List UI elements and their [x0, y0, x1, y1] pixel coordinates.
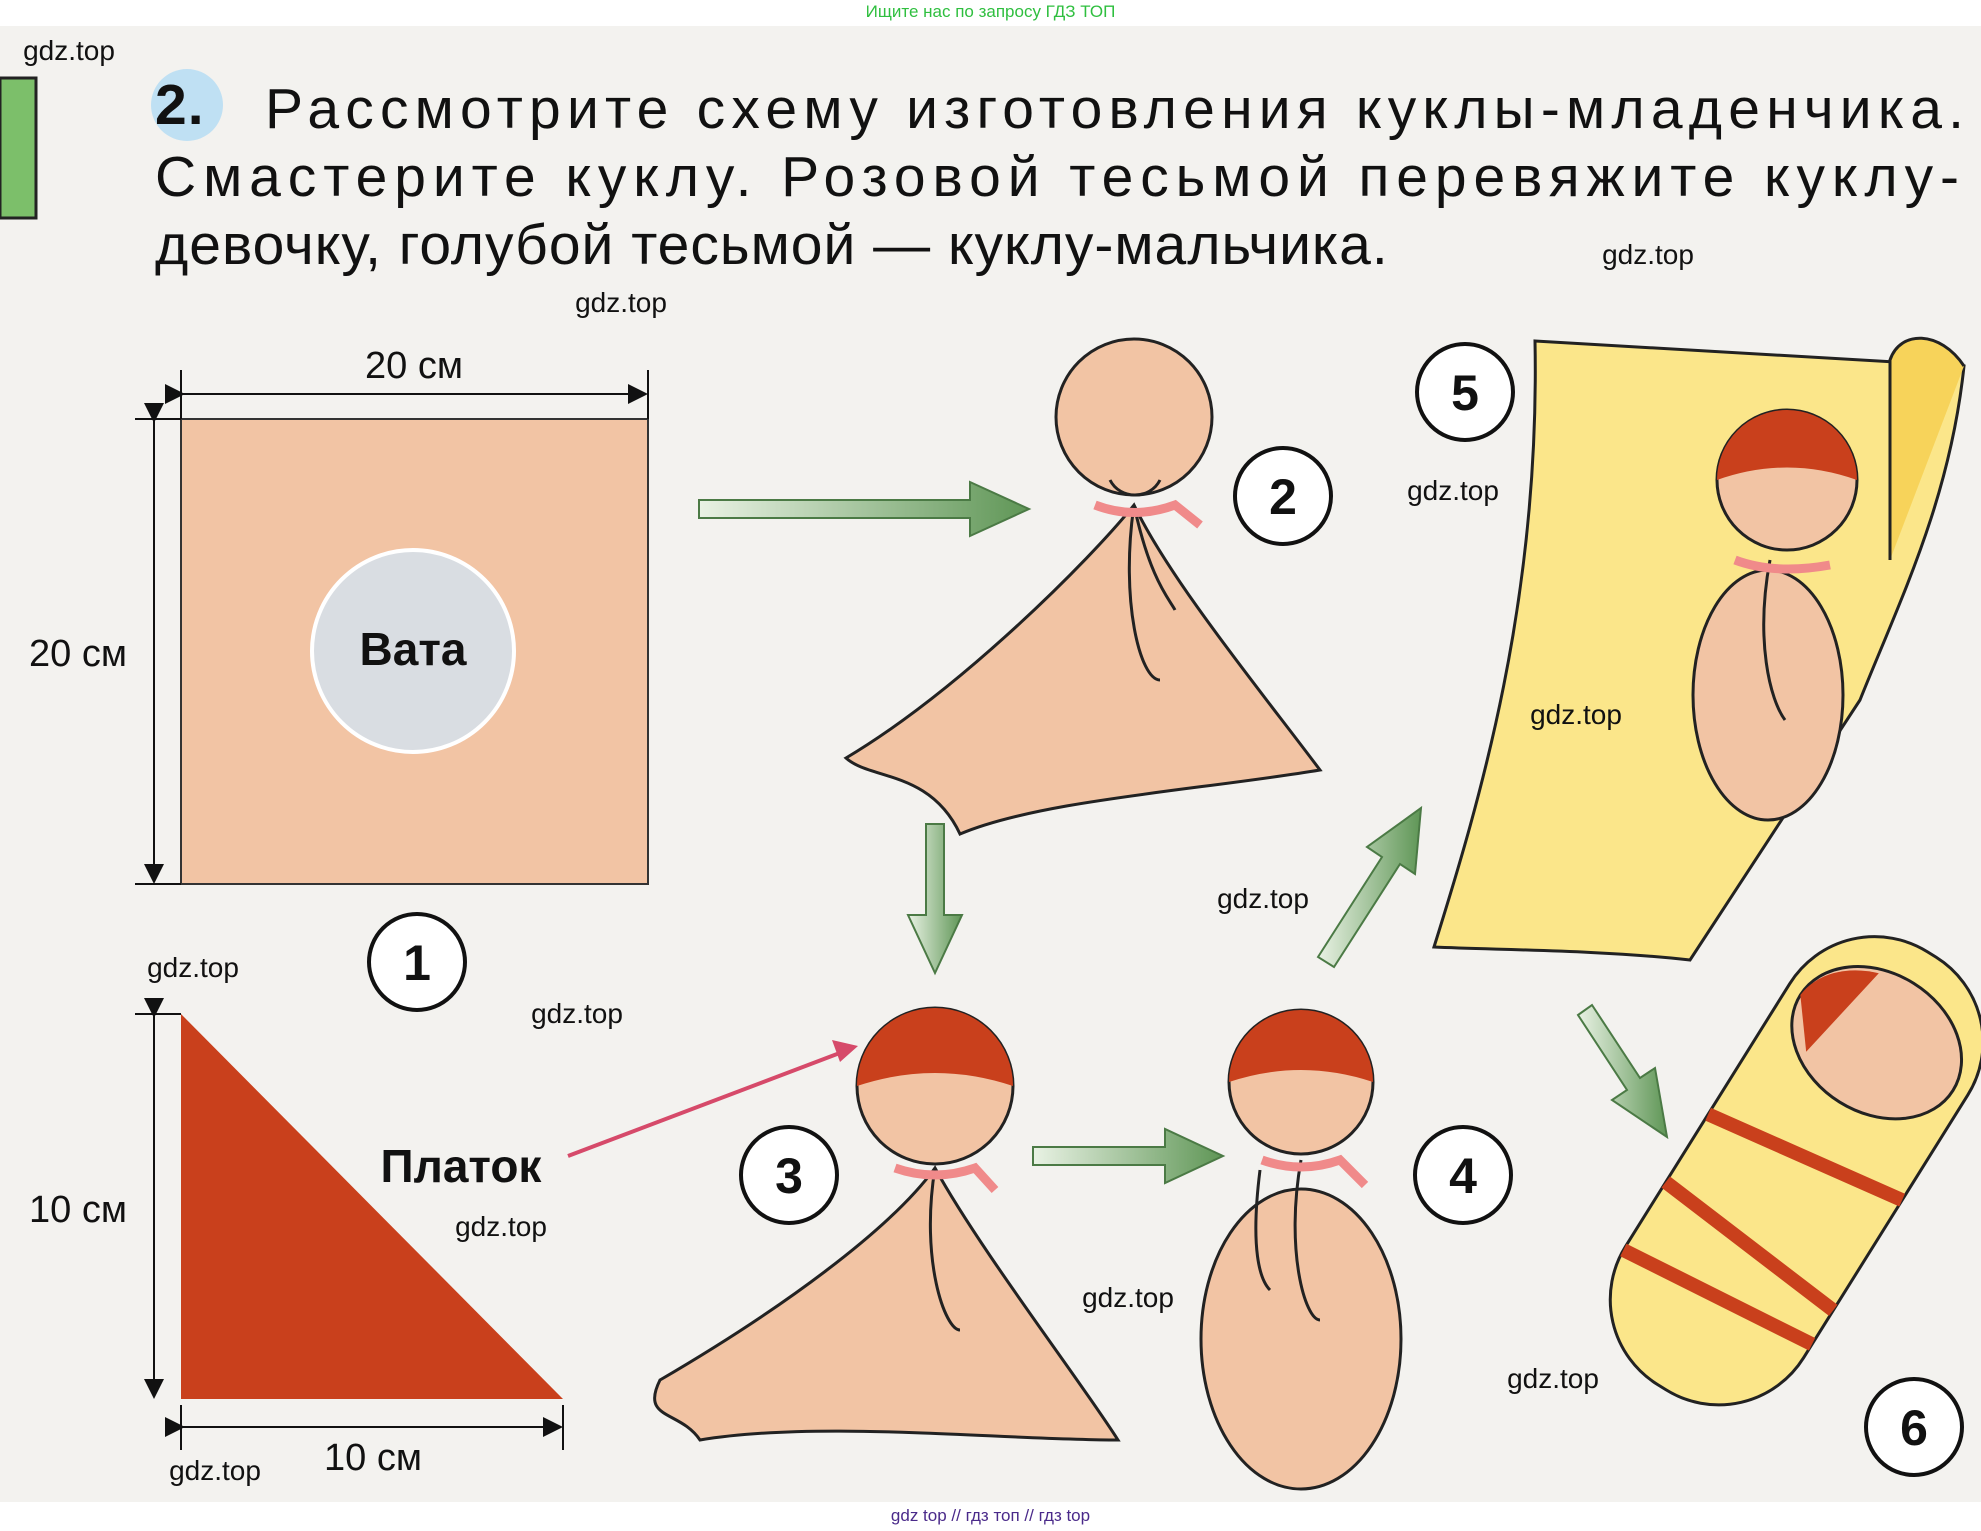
- side-tab: [0, 76, 38, 220]
- triangle-height-label: 10 см: [29, 1189, 127, 1231]
- arrow-right-2: [1032, 1127, 1226, 1185]
- watermark: gdz.top: [1217, 883, 1309, 914]
- watermark: gdz.top: [23, 35, 115, 66]
- doll-step-2: [843, 337, 1323, 836]
- task-line-2: Смастерите куклу. Розовой тесьмой перевя…: [155, 145, 1960, 209]
- square-height-label: 20 см: [29, 633, 127, 675]
- task-number-badge: [151, 69, 223, 141]
- arrow-down: [906, 823, 964, 976]
- step-number-badges: [367, 342, 1964, 1477]
- watermark: gdz.top: [1507, 1363, 1599, 1394]
- step-6-number: 6: [1900, 1400, 1928, 1456]
- doll-step-3: [653, 1006, 1121, 1442]
- top-banner: Ищите нас по запросу ГДЗ ТОП: [865, 2, 1116, 21]
- step-2-number: 2: [1269, 469, 1297, 525]
- doll-step-6-wrapped: [1608, 935, 1981, 1407]
- watermarks: gdz.top gdz.top gdz.top gdz.top gdz.top …: [23, 35, 1694, 1486]
- arrow-down-right: [1576, 1003, 1669, 1140]
- step-1-number: 1: [403, 935, 431, 991]
- watermark: gdz.top: [1082, 1282, 1174, 1313]
- watermark: gdz.top: [1602, 239, 1694, 270]
- watermark: gdz.top: [575, 287, 667, 318]
- fabric-square: [180, 418, 649, 885]
- arrow-right-1: [698, 480, 1032, 538]
- task-number: 2.: [155, 73, 205, 137]
- footer-watermark: gdz top // гдз топ // гдз top: [890, 1506, 1091, 1525]
- watermark: gdz.top: [169, 1455, 261, 1486]
- cotton-label: Вата: [360, 623, 467, 675]
- square-width-label: 20 см: [365, 345, 463, 387]
- doll-step-5-sheet: [1431, 336, 1966, 962]
- arrow-up-right: [1316, 805, 1423, 969]
- task-line-1: Рассмотрите схему изготовления куклы-мла…: [265, 77, 1965, 141]
- task-line-3: девочку, голубой тесьмой — куклу-мальчик…: [155, 213, 1389, 277]
- watermark: gdz.top: [455, 1211, 547, 1242]
- step-4-number: 4: [1449, 1148, 1477, 1204]
- triangle-width-label: 10 см: [324, 1437, 422, 1479]
- watermark: gdz.top: [147, 952, 239, 983]
- step-5-number: 5: [1451, 365, 1479, 421]
- doll-step-4: [1199, 1008, 1403, 1491]
- pink-pointer-arrow: [567, 1049, 846, 1158]
- watermark: gdz.top: [531, 998, 623, 1029]
- watermark: gdz.top: [1530, 699, 1622, 730]
- kerchief-triangle: [181, 1014, 563, 1399]
- step-3-number: 3: [775, 1148, 803, 1204]
- watermark: gdz.top: [1407, 475, 1499, 506]
- kerchief-label: Платок: [381, 1140, 543, 1192]
